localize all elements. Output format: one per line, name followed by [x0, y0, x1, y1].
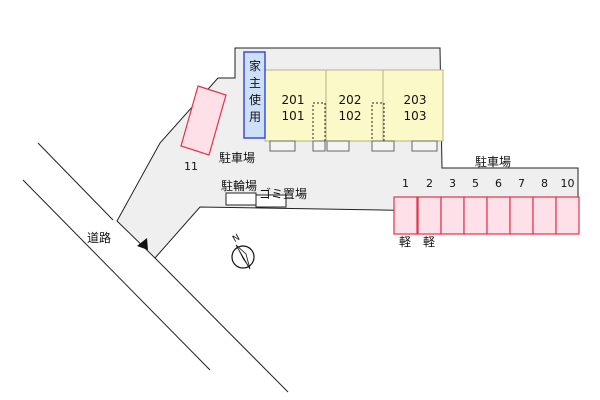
parking-space-1 [393, 196, 418, 235]
garbage-area [255, 194, 287, 208]
owner-use-char-2: 主 [249, 76, 261, 90]
road-edge-right [37, 142, 114, 221]
owner-use-char-3: 使 [249, 92, 261, 107]
parking-space-8 [532, 196, 557, 235]
unit-102-label: 102 [339, 109, 362, 123]
kei-label-2: 軽 [423, 235, 435, 249]
parking-label-main: 駐車場 [219, 150, 255, 165]
entrance-arrow-icon [137, 238, 148, 250]
parking-space-3-label: 3 [449, 177, 456, 190]
parking-space-3 [440, 196, 465, 235]
parking-space-11-label: 11 [184, 160, 198, 173]
north-compass-icon: N [231, 233, 255, 270]
parking-space-2 [417, 196, 442, 235]
road-edge-left [22, 179, 211, 371]
owner-use-block [243, 51, 266, 139]
garbage-label: ゴミ置場 [259, 186, 307, 201]
parking-space-10-label: 10 [561, 177, 575, 190]
bike-parking-label: 駐輪場 [221, 178, 257, 193]
road-edge-right-lower [154, 257, 289, 393]
parking-space-8-label: 8 [541, 177, 548, 190]
parking-space-11 [180, 85, 227, 156]
unit-202-label: 202 [339, 93, 362, 107]
unit-103-label: 103 [404, 109, 427, 123]
entrance-pad [326, 140, 350, 152]
owner-use-char-1: 家 [249, 58, 261, 73]
parking-space-6-label: 6 [495, 177, 502, 190]
parking-space-7 [509, 196, 534, 235]
kei-label-1: 軽 [399, 235, 411, 249]
parking-space-6 [486, 196, 511, 235]
parking-space-5-label: 5 [472, 177, 479, 190]
parking-space-10 [555, 196, 580, 235]
entrance-pad [269, 140, 296, 152]
entrance-pad [411, 140, 438, 152]
owner-use-char-4: 用 [249, 110, 261, 124]
parking-space-5 [463, 196, 488, 235]
right-parking-row: 1 2 3 5 6 7 8 10 [393, 177, 580, 235]
unit-201-label: 201 [282, 93, 305, 107]
parking-space-1-label: 1 [402, 177, 409, 190]
compass-letter: N [231, 233, 242, 245]
parking-label-right: 駐車場 [475, 154, 511, 169]
unit-101-label: 101 [282, 109, 305, 123]
unit-203-label: 203 [404, 93, 427, 107]
bike-parking-area [225, 192, 257, 206]
entrance-pad [312, 140, 326, 152]
building [264, 69, 444, 142]
parking-space-2-label: 2 [426, 177, 433, 190]
entrance-pad [371, 140, 395, 152]
parking-space-7-label: 7 [518, 177, 525, 190]
road-label: 道路 [87, 230, 111, 245]
